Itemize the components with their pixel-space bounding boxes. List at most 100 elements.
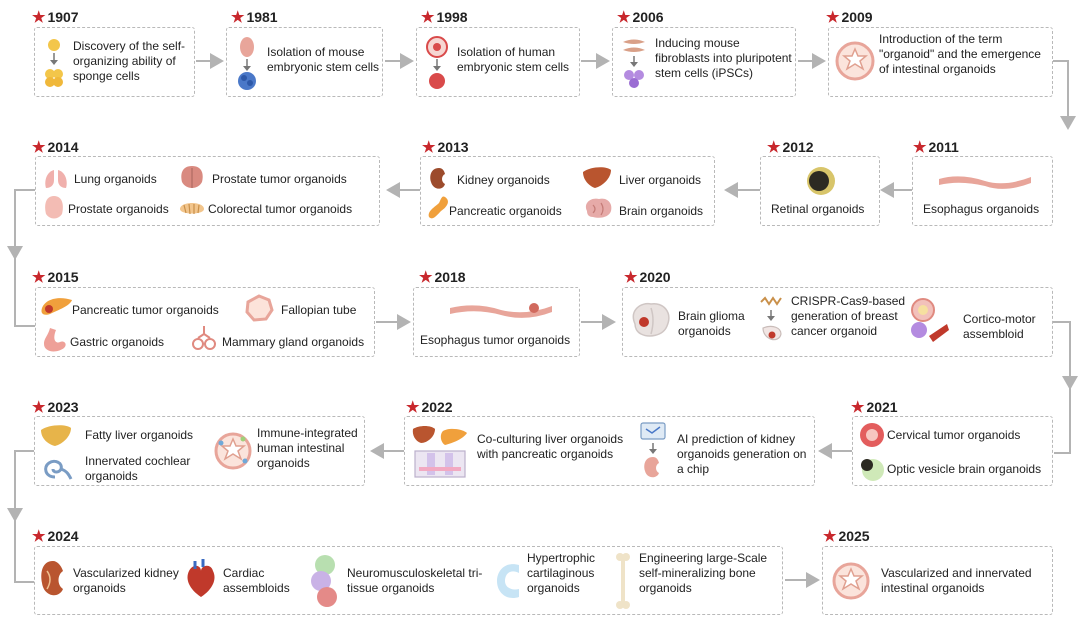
star-icon: ★ — [406, 399, 420, 416]
star-icon: ★ — [624, 269, 638, 286]
immune-intestinal-icon — [214, 432, 252, 470]
milestone-text-co-culturing-liver-pancreatic: Co-culturing liver organoids with pancre… — [477, 432, 624, 461]
colorectal-tumor-icon — [180, 203, 204, 215]
milestone-card-2023: Fatty liver organoids Innervated cochlea… — [34, 416, 365, 486]
milestone-text-1981: Isolation of mouse embryonic stem cells — [267, 45, 380, 74]
milestone-card-2022: Co-culturing liver organoids with pancre… — [404, 416, 815, 486]
milestone-text-liver-organoids: Liver organoids — [619, 173, 702, 187]
milestone-text-vascularized-kidney-organoids: Vascularized kidney organoids — [73, 566, 179, 595]
milestone-text-prostate-organoids: Prostate organoids — [68, 202, 169, 216]
milestone-text-cervical-tumor-organoids: Cervical tumor organoids — [887, 428, 1021, 442]
kidney-icon — [430, 168, 445, 189]
milestone-card-2024: Vascularized kidney organoids Cardiac as… — [34, 546, 783, 615]
milestone-card-2014: Lung organoids Prostate tumor organoids … — [35, 156, 380, 226]
milestone-text-innervated-cochlear-organoids: Innervated cochlear organoids — [85, 454, 191, 483]
arrow-2023-2024-tail — [14, 520, 34, 583]
star-icon: ★ — [419, 269, 433, 286]
milestone-card-2021: Cervical tumor organoids Optic vesicle b… — [852, 416, 1053, 486]
mammary-gland-icon — [192, 326, 216, 350]
year-label-2022: ★2022 — [406, 399, 453, 416]
year-label-2024: ★2024 — [32, 528, 79, 545]
milestone-text-fallopian-tube: Fallopian tube — [281, 303, 357, 317]
star-icon: ★ — [32, 139, 46, 156]
milestone-text-lung-organoids: Lung organoids — [74, 172, 157, 186]
year-label-2006: ★2006 — [617, 9, 664, 26]
year-label-2009: ★2009 — [826, 9, 873, 26]
milestone-text-2025: Vascularized and innervated intestinal o… — [881, 566, 1032, 595]
sponge-cells-icon — [45, 39, 63, 87]
year-label-2011: ★2011 — [913, 139, 959, 156]
milestone-card-2015: Pancreatic tumor organoids Fallopian tub… — [35, 287, 375, 357]
star-icon: ★ — [767, 139, 781, 156]
ai-kidney-chip-icon — [640, 422, 666, 478]
cervical-tumor-icon — [860, 423, 884, 447]
cortico-motor-icon — [911, 298, 949, 342]
milestone-text-bone-organoids: Engineering large-Scale self-mineralizin… — [639, 551, 768, 595]
intestinal-organoid-icon — [835, 41, 875, 81]
milestone-card-2009: Introduction of the term "organoid" and … — [828, 27, 1053, 97]
milestone-text-2011: Esophagus organoids — [923, 202, 1040, 216]
milestone-card-2006: Inducing mouse fibroblasts into pluripot… — [612, 27, 796, 97]
milestone-text-ai-prediction-kidney: AI prediction of kidney organoids genera… — [677, 432, 807, 476]
star-icon: ★ — [422, 139, 436, 156]
retina-icon — [807, 167, 835, 195]
star-icon: ★ — [32, 269, 46, 286]
lung-icon — [45, 170, 67, 188]
milestone-card-1907: Discovery of the self-organizing ability… — [34, 27, 195, 97]
milestone-text-2012: Retinal organoids — [771, 202, 865, 216]
esophagus-tumor-icon — [450, 303, 552, 318]
cartilage-icon — [497, 564, 519, 599]
arrow-2020-2021-tail — [1054, 388, 1071, 454]
milestone-text-cortico-motor-assembloid: Cortico-motor assembloid — [963, 312, 1036, 341]
pancreas-icon — [428, 196, 448, 219]
arrow-2020-2021 — [1053, 321, 1078, 390]
milestone-text-gastric-organoids: Gastric organoids — [70, 335, 165, 349]
milestone-text-neuromusculoskeletal-organoids: Neuromusculoskeletal tri-tissue organoid… — [347, 566, 483, 595]
star-icon: ★ — [617, 9, 631, 26]
arrow-2023-2024 — [7, 450, 34, 522]
milestone-text-brain-glioma-organoids: Brain glioma organoids — [678, 309, 745, 338]
milestone-text-pancreatic-organoids: Pancreatic organoids — [449, 204, 562, 218]
co-culture-chip-icon — [412, 426, 467, 478]
pancreatic-tumor-icon — [41, 298, 72, 315]
crispr-breast-icon — [760, 296, 782, 341]
milestone-text-colorectal-tumor-organoids: Colorectal tumor organoids — [208, 202, 353, 216]
brain-glioma-icon — [632, 302, 670, 337]
year-label-2014: ★2014 — [32, 139, 79, 156]
milestone-text-mammary-gland-organoids: Mammary gland organoids — [222, 335, 365, 349]
milestone-card-1998: Isolation of human embryonic stem cells — [416, 27, 580, 97]
milestone-card-2011: Esophagus organoids — [912, 156, 1053, 226]
milestone-card-2012: Retinal organoids — [760, 156, 880, 226]
year-label-2013: ★2013 — [422, 139, 469, 156]
milestone-text-prostate-tumor-organoids: Prostate tumor organoids — [212, 172, 347, 186]
milestone-text-pancreatic-tumor-organoids: Pancreatic tumor organoids — [72, 303, 219, 317]
year-label-2023: ★2023 — [32, 399, 79, 416]
year-label-2020: ★2020 — [624, 269, 671, 286]
prostate-tumor-icon — [181, 166, 203, 188]
bone-icon — [616, 553, 630, 609]
milestone-text-immune-integrated-intestinal-organoids: Immune-integrated human intestinal organ… — [257, 426, 358, 470]
stomach-icon — [44, 328, 66, 352]
arrow-2009-2011 — [1053, 60, 1076, 130]
fatty-liver-icon — [41, 425, 71, 446]
milestone-text-brain-organoids: Brain organoids — [619, 204, 704, 218]
year-label-2018: ★2018 — [419, 269, 466, 286]
star-icon: ★ — [231, 9, 245, 26]
year-label-1907: ★1907 — [32, 9, 79, 26]
year-label-2015: ★2015 — [32, 269, 79, 286]
star-icon: ★ — [32, 399, 46, 416]
milestone-text-2009: Introduction of the term "organoid" and … — [879, 32, 1041, 76]
milestone-text-1998: Isolation of human embryonic stem cells — [457, 45, 570, 74]
vascularized-intestinal-icon — [832, 562, 870, 600]
milestone-card-2018: Esophagus tumor organoids — [413, 287, 580, 357]
brain-icon — [585, 198, 612, 218]
human-embryo-icon — [426, 36, 448, 89]
milestone-text-cardiac-assembloids: Cardiac assembloids — [223, 566, 290, 595]
star-icon: ★ — [851, 399, 865, 416]
vascularized-kidney-icon — [41, 561, 63, 596]
heart-icon — [187, 559, 215, 597]
milestone-text-2006: Inducing mouse fibroblasts into pluripot… — [655, 36, 792, 80]
milestone-text-crispr-breast-cancer-organoid: CRISPR-Cas9-based generation of breast c… — [791, 294, 906, 338]
milestone-text-fatty-liver-organoids: Fatty liver organoids — [85, 428, 194, 442]
